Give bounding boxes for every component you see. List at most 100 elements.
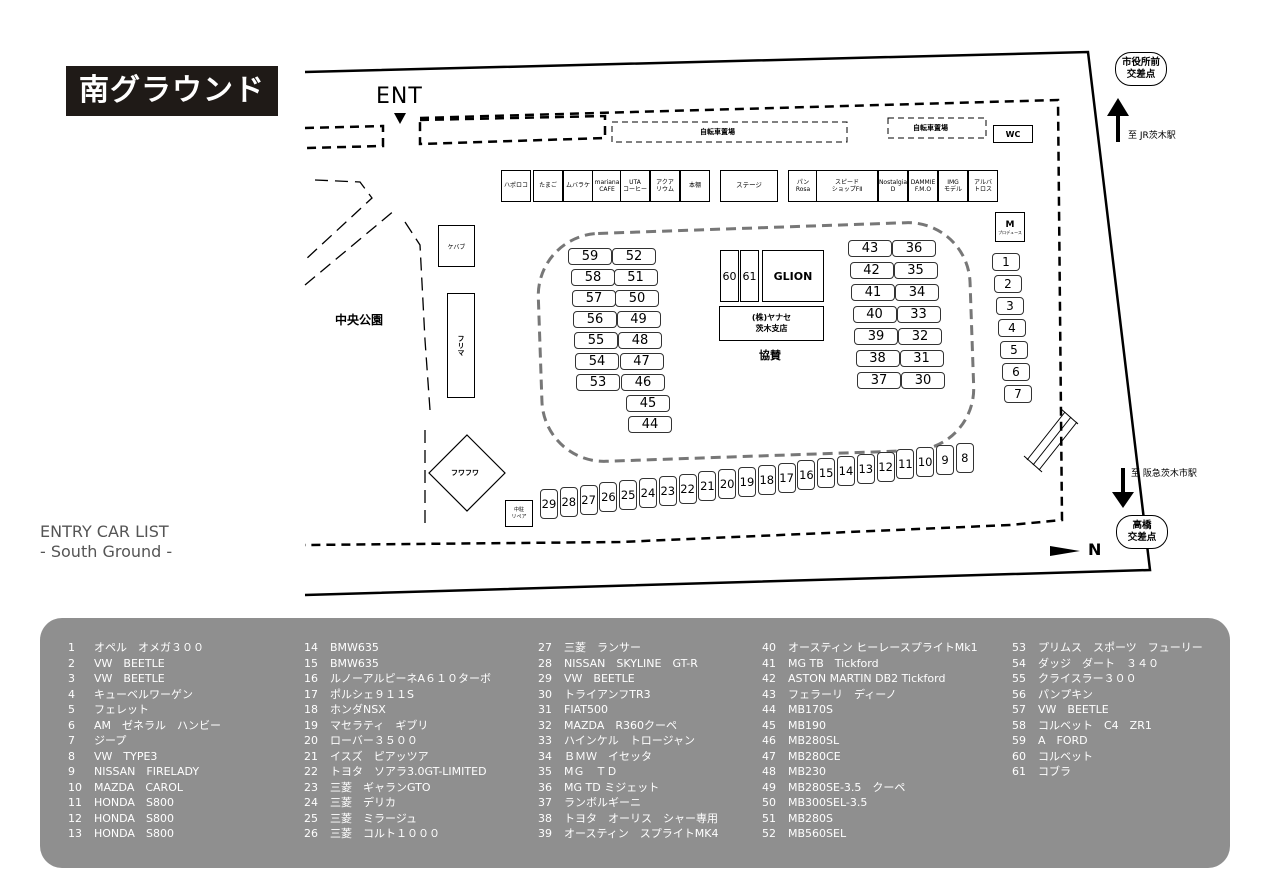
entry-row: 26 三菱 コルト１０００ [304,826,491,842]
entry-number: 41 [762,656,776,670]
parking-slot-bottom: 22 [678,473,697,504]
entry-number: 23 [304,780,318,794]
entry-number: 4 [68,687,75,701]
bike-parking-2-label: 自転車置場 [913,124,948,132]
fuwafuwa-label: フワフワ [451,469,479,477]
entry-name: パンプキン [1038,687,1093,701]
entry-name: MG TB Tickford [788,656,879,670]
entry-number: 17 [304,687,318,701]
entry-name: 三菱 ランサー [564,641,641,654]
m-produce-sub-label: プロデュース [998,229,1022,235]
entry-number: 25 [304,811,318,825]
entry-number: 58 [1012,718,1026,732]
entry-name: トヨタ ソアラ3.0GT-LIMITED [330,765,487,778]
parking-slot: 51 [613,269,658,286]
entry-number: 57 [1012,703,1026,716]
parking-oval [536,221,976,463]
entry-name: ＢＭＷ イセッタ [564,749,652,763]
entry-name: VW BEETLE [94,672,165,685]
parking-slot-bottom: 16 [797,460,816,491]
entry-name: NISSAN FIRELADY [94,765,200,778]
entry-name: 三菱 ギャランGTO [330,780,431,794]
parking-slot-bottom: 21 [698,471,717,502]
parking-slot: 58 [571,269,615,286]
yanase-booth: (株)ヤナセ 茨木支店 [719,306,824,341]
sponsor-label: 協賛 [759,349,781,362]
entry-number: 31 [538,703,552,716]
stall-booth: たまご [533,170,563,202]
parking-slot-edge: 2 [994,275,1022,293]
entry-number: 53 [1012,641,1026,654]
parking-slot: 43 [848,240,892,257]
stall-booth: DAMMIE F.M.O [908,170,938,202]
entry-number: 45 [762,718,776,732]
entry-name: 三菱 コルト１０００ [330,827,440,840]
parking-slot: 52 [612,248,656,265]
parking-slot-bottom: 17 [777,462,796,493]
entry-column: 53 プリムス スポーツ フューリー 54 ダッジ ダート ３４０ 55 クライスラー３０… [1012,640,1203,780]
entry-number: 8 [68,749,75,763]
parking-slot-bottom: 23 [658,475,677,506]
stall-booth: ムバラケ [563,170,593,202]
wc-label: WC [993,125,1033,143]
stall-booth: IMG モデル [938,170,968,202]
entry-name: マセラティ ギブリ [330,718,429,732]
entry-number: 42 [762,672,776,685]
entry-row: 41 MG TB Tickford [762,656,978,672]
entry-name: ダッジ ダート ３４０ [1038,656,1159,670]
entry-number: 55 [1012,672,1026,685]
parking-slot-edge: 1 [992,253,1020,271]
entry-name: MB280SL [788,734,840,747]
entry-number: 18 [304,703,318,716]
parking-slot-bottom: 27 [579,484,598,515]
parking-slot: 35 [893,262,938,279]
entry-number: 38 [538,811,552,825]
arrow-down-icon [1112,492,1134,508]
entry-name: コブラ [1038,765,1071,778]
entry-number: 26 [304,827,318,840]
entry-name: トライアンフTR3 [564,687,651,701]
entry-number: 21 [304,749,318,763]
entry-number: 16 [304,672,318,685]
bike-parking-2-outline [887,117,987,139]
stall-booth: スピード ショップFⅡ [816,170,878,202]
entry-number: 54 [1012,656,1026,670]
parking-slot: 33 [896,306,941,323]
entry-number: 12 [68,811,82,825]
entry-name: クライスラー３００ [1038,672,1137,685]
entry-name: MB170S [788,703,834,716]
parking-slot: 55 [574,332,618,349]
entry-number: 20 [304,734,318,747]
entry-name: HONDA S800 [94,811,174,825]
parking-slot-bottom: 14 [837,456,855,486]
entry-number: 28 [538,656,552,670]
entry-number: 52 [762,827,776,840]
entry-name: プリムス スポーツ フューリー [1038,641,1203,654]
bike-parking-1-outline [611,121,848,143]
entry-name: BMW635 [330,656,379,670]
park-paths [304,179,431,525]
m-produce-stall: M プロデュース [995,212,1025,242]
entrance-arrow-icon [394,113,406,124]
entry-name: MB300SEL-3.5 [788,796,868,809]
